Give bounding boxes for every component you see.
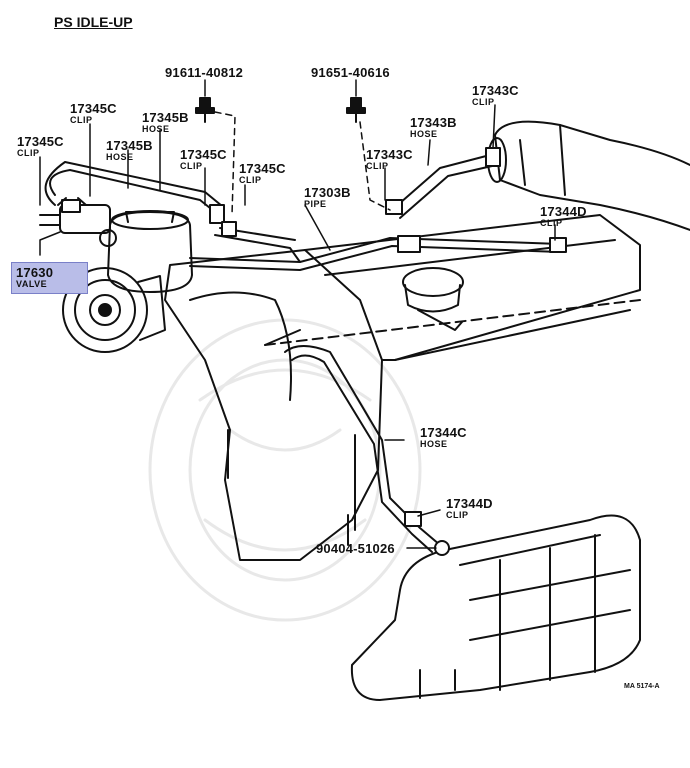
bolt-91651-40616-icon	[346, 97, 366, 123]
callout-17345c-clip[interactable]: 17345C CLIP	[239, 162, 286, 185]
callout-91651-40616[interactable]: 91651-40616	[311, 66, 390, 79]
callout-17344c-hose[interactable]: 17344C HOSE	[420, 426, 467, 449]
callout-17345c-clip[interactable]: 17345C CLIP	[17, 135, 64, 158]
part-number: 91611-40812	[165, 65, 244, 80]
part-name: CLIP	[180, 161, 203, 171]
part-name: CLIP	[540, 218, 563, 228]
intake-manifold	[350, 514, 641, 701]
part-number: 90404-51026	[316, 541, 395, 556]
callout-17343c-clip[interactable]: 17343C CLIP	[472, 84, 519, 107]
part-number: 17303B	[304, 185, 351, 200]
diagram-title: PS IDLE-UP	[54, 14, 133, 30]
part-name: CLIP	[472, 97, 495, 107]
clip-17343c	[385, 147, 501, 215]
part-name: CLIP	[366, 161, 389, 171]
throttle-body	[402, 267, 464, 331]
callout-17630-valve[interactable]: 17630 VALVE	[16, 266, 53, 289]
part-number: 17345C	[239, 161, 286, 176]
leader-lines	[39, 79, 556, 549]
part-number: 91651-40616	[311, 65, 390, 80]
part-number: 17345C	[180, 147, 227, 162]
clip-17345c	[209, 204, 237, 237]
part-number: 17344D	[446, 496, 493, 511]
callout-17344d-clip[interactable]: 17344D CLIP	[540, 205, 587, 228]
selected-part-highlight	[11, 262, 88, 294]
part-name: PIPE	[304, 199, 327, 209]
callout-17343c-clip[interactable]: 17343C CLIP	[366, 148, 413, 171]
callout-17345b-hose[interactable]: 17345B HOSE	[106, 139, 153, 162]
hose-17344c	[284, 345, 441, 553]
hose-17343b	[391, 154, 493, 219]
part-name: CLIP	[239, 175, 262, 185]
clip-17345c	[57, 197, 87, 213]
ps-pump-pulley	[62, 267, 166, 353]
part-name: HOSE	[106, 152, 134, 162]
part-name: VALVE	[16, 279, 48, 289]
hose-17345b	[44, 161, 223, 213]
callout-17343b-hose[interactable]: 17343B HOSE	[410, 116, 457, 139]
pipe-17303b	[189, 227, 561, 271]
part-number: 17345B	[142, 110, 189, 125]
part-name: CLIP	[446, 510, 469, 520]
figure-reference: MA 5174-A	[624, 683, 660, 690]
part-number: 17345C	[70, 101, 117, 116]
air-cleaner-duct	[487, 120, 690, 231]
part-number: 17345C	[17, 134, 64, 149]
part-number: 17630	[16, 265, 54, 280]
part-number: 17344D	[540, 204, 587, 219]
callout-91611-40812[interactable]: 91611-40812	[165, 66, 243, 79]
callout-17303b-pipe[interactable]: 17303B PIPE	[304, 186, 351, 209]
part-number: 17343C	[366, 147, 413, 162]
ps-reservoir	[107, 210, 193, 293]
part-number: 17344C	[420, 425, 467, 440]
callout-17345c-clip[interactable]: 17345C CLIP	[70, 102, 117, 125]
part-number: 17343C	[472, 83, 519, 98]
part-number: 17343B	[410, 115, 457, 130]
part-number: 17345B	[106, 138, 153, 153]
part-name: CLIP	[17, 148, 40, 158]
callout-17344d-clip[interactable]: 17344D CLIP	[446, 497, 493, 520]
callout-17345c-clip[interactable]: 17345C CLIP	[180, 148, 227, 171]
callout-17345b-hose[interactable]: 17345B HOSE	[142, 111, 189, 134]
part-name: CLIP	[70, 115, 93, 125]
watermark-emblem	[148, 318, 422, 622]
bolt-91611-40812-icon	[195, 97, 215, 123]
part-name: HOSE	[410, 129, 438, 139]
vsv-bracket	[397, 235, 421, 253]
part-name: HOSE	[420, 439, 448, 449]
callout-90404-51026[interactable]: 90404-51026	[316, 542, 395, 555]
part-name: HOSE	[142, 124, 170, 134]
